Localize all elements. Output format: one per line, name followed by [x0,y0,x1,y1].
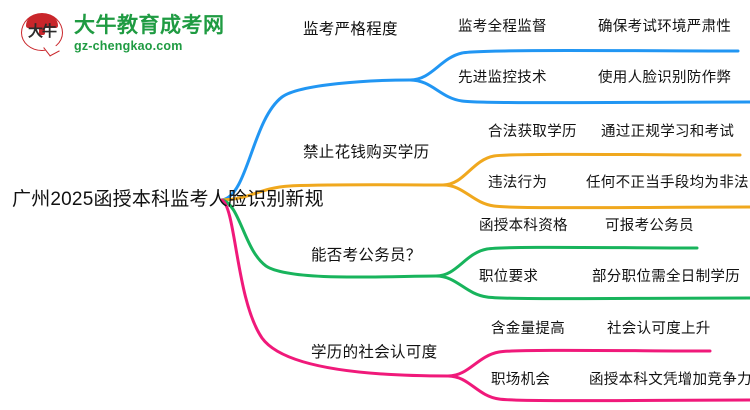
branch-3-child-1-line [434,245,699,278]
branch-1-child-2-detail: 使用人脸识别防作弊 [598,70,732,86]
branch-1-child-1-label: 监考全程监督 [458,19,547,35]
branch-2-label: 禁止花钱购买学历 [303,144,430,161]
branch-3-child-2-label: 职位要求 [479,269,539,285]
branch-2-child-1-label: 合法获取学历 [488,124,577,140]
branch-4-child-1-line [446,348,712,378]
branch-1-child-2-line [408,78,750,105]
branch-2-child-2-line [441,183,750,210]
logo-site-domain: gz-chengkao.com [74,39,183,54]
branch-4-child-2-line [446,374,750,403]
branch-4-child-2-label: 职场机会 [491,372,551,388]
branch-2-child-1-detail: 通过正规学习和考试 [601,124,735,140]
branch-1-child-2-label: 先进监控技术 [458,70,547,86]
branch-1-child-1-detail: 确保考试环境严肃性 [598,19,732,35]
logo-site-name: 大牛教育成考网 [74,14,225,38]
mindmap-root-node: 广州2025函授本科监考人脸识别新规 [12,189,324,210]
branch-3-child-2-line [434,274,750,301]
branch-1-trunk [220,78,412,202]
branch-3-trunk [220,198,438,279]
branch-2-child-2-detail: 任何不正当手段均为非法 [586,175,749,191]
branch-4-child-1-detail: 社会认可度上升 [607,321,711,337]
branch-3-label: 能否考公务员？ [311,247,422,264]
branch-1-child-1-line [408,49,740,82]
logo-cap-shape [26,14,58,28]
branch-1-label: 监考严格程度 [303,21,398,38]
branch-2-trunk [220,183,445,202]
branch-4-child-2-detail: 函授本科文凭增加竞争力 [589,372,750,388]
logo-cap-knob-shape [39,22,45,35]
logo-badge-char: 大牛 [27,23,57,40]
branch-2-child-1-line [441,152,742,187]
site-logo: 大牛 大牛教育成考网 gz-chengkao.com [20,12,225,57]
branch-3-child-2-detail: 部分职位需全日制学历 [592,269,740,285]
branch-4-child-1-label: 含金量提高 [491,321,565,337]
branch-3-child-1-detail: 可报考公务员 [605,218,694,234]
logo-text-block: 大牛教育成考网 gz-chengkao.com [74,15,225,53]
branch-2-child-2-label: 违法行为 [488,175,548,191]
branch-4-label: 学历的社会认可度 [311,344,438,361]
branch-3-child-1-label: 函授本科资格 [479,218,568,234]
logo-badge-icon: 大牛 [20,12,66,57]
branch-4-trunk [220,198,450,378]
